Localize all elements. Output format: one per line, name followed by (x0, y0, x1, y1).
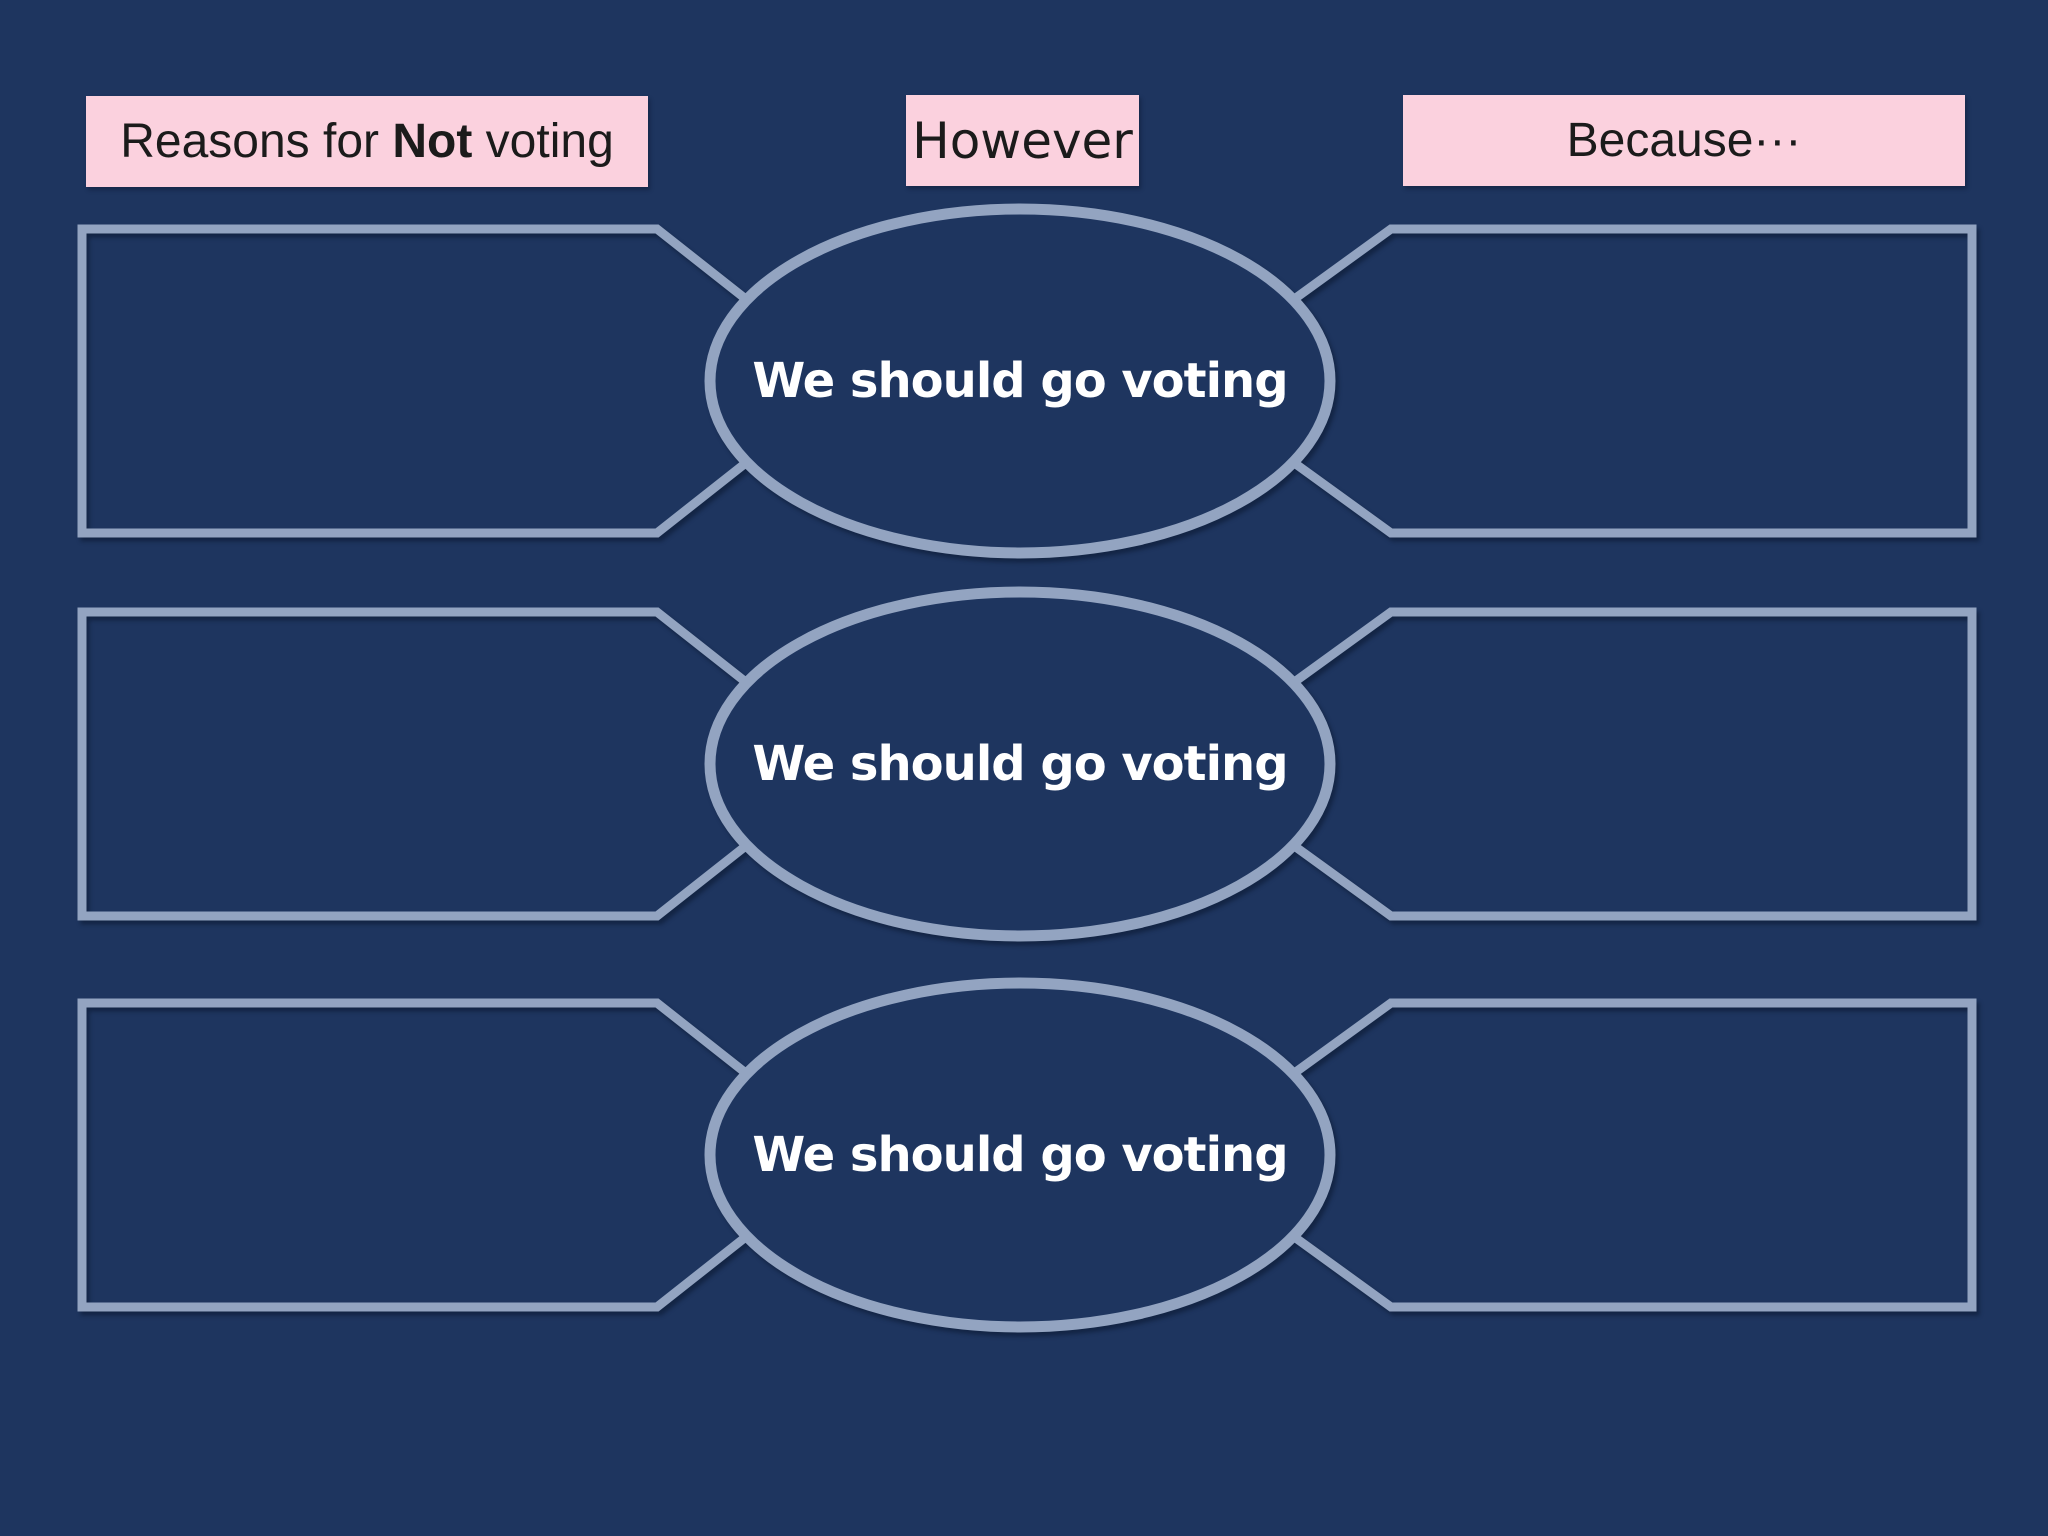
header-however: However (906, 95, 1139, 186)
header-reasons-suffix: voting (472, 115, 614, 168)
header-reasons-prefix: Reasons for (120, 115, 393, 168)
center-ellipse-label-3: We should go voting (752, 1127, 1288, 1183)
right-answer-box-3[interactable] (1290, 998, 1977, 1312)
right-answer-box-2[interactable] (1290, 607, 1977, 921)
header-reasons-bold: Not (392, 115, 473, 168)
center-ellipse-label-2: We should go voting (752, 736, 1288, 792)
header-reasons-for-not-voting: Reasons for Not voting (86, 96, 648, 187)
center-ellipse-3 (704, 977, 1336, 1333)
left-answer-box-1[interactable] (77, 224, 750, 538)
right-answer-box-1[interactable] (1290, 224, 1977, 538)
center-ellipse-2 (704, 586, 1336, 942)
header-because: Because··· (1403, 95, 1965, 186)
left-answer-box-2[interactable] (77, 607, 750, 921)
center-ellipse-1 (704, 203, 1336, 559)
left-answer-box-3[interactable] (77, 998, 750, 1312)
center-ellipse-label-1: We should go voting (752, 353, 1288, 409)
